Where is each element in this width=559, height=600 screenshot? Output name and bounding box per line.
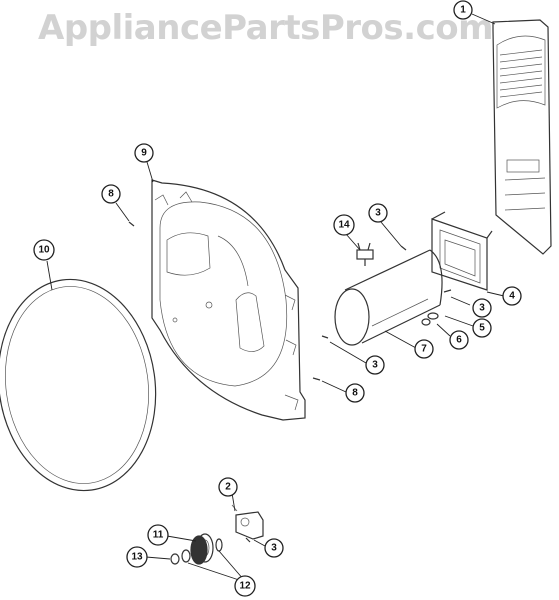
part-drum-seal — [0, 278, 157, 492]
svg-text:10: 10 — [38, 245, 50, 256]
callout-3: 3 — [472, 298, 492, 318]
svg-text:12: 12 — [239, 581, 251, 592]
svg-text:7: 7 — [421, 344, 427, 355]
svg-text:9: 9 — [141, 148, 147, 159]
callout-14: 14 — [333, 214, 355, 236]
part-duct-adapter — [431, 211, 493, 291]
callout-10: 10 — [33, 239, 55, 261]
callout-12: 12 — [234, 575, 256, 597]
svg-text:3: 3 — [375, 208, 381, 219]
svg-text:11: 11 — [153, 530, 164, 541]
svg-text:14: 14 — [338, 220, 350, 231]
part-idler-bracket — [231, 504, 264, 540]
svg-text:3: 3 — [271, 543, 277, 554]
callout-8: 8 — [345, 383, 365, 403]
callout-11: 11 — [147, 524, 169, 546]
callout-5: 5 — [472, 318, 492, 338]
callout-13: 13 — [126, 546, 148, 568]
callout-6: 6 — [449, 330, 469, 350]
callout-8: 8 — [101, 184, 121, 204]
callout-3: 3 — [365, 355, 385, 375]
svg-text:8: 8 — [352, 388, 358, 399]
svg-text:2: 2 — [225, 482, 231, 493]
callout-7: 7 — [414, 339, 434, 359]
callout-9: 9 — [134, 143, 154, 163]
callout-4: 4 — [502, 286, 522, 306]
part-heater-duct — [334, 249, 443, 346]
callout-1: 1 — [453, 0, 473, 20]
svg-text:13: 13 — [131, 552, 143, 563]
watermark: AppliancePartsPros.com — [38, 8, 494, 48]
svg-text:3: 3 — [372, 360, 378, 371]
callout-3: 3 — [264, 538, 284, 558]
svg-text:6: 6 — [456, 335, 462, 346]
svg-text:8: 8 — [108, 189, 114, 200]
part-screws — [128, 221, 452, 543]
leader-lines — [46, 13, 505, 581]
part-rear-panel — [492, 19, 552, 255]
callout-2: 2 — [218, 477, 238, 497]
part-bulkhead — [151, 179, 306, 421]
callout-3: 3 — [368, 203, 388, 223]
svg-text:3: 3 — [479, 303, 485, 314]
svg-text:4: 4 — [509, 291, 515, 302]
part-thermostat — [356, 242, 374, 266]
part-idler-pulley — [190, 533, 214, 565]
svg-text:5: 5 — [479, 323, 485, 334]
svg-text:1: 1 — [460, 5, 466, 16]
